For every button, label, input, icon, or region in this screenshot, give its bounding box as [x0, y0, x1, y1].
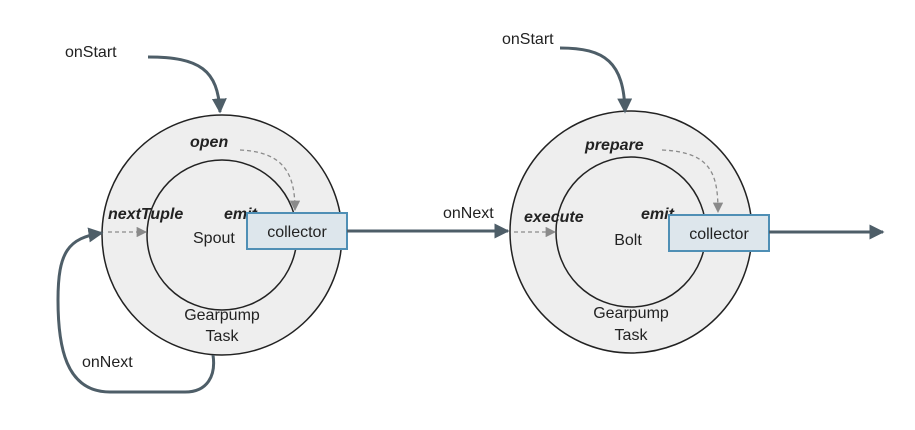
- spout-task: onStart open nextTuple emit Spout collec…: [56, 44, 348, 394]
- bolt-execute-label: execute: [524, 209, 584, 226]
- bolt-prepare-label: prepare: [584, 137, 644, 154]
- spout-core-label: Spout: [193, 230, 235, 247]
- bolt-collector-label: collector: [689, 226, 749, 243]
- bolt-onstart-arrow: [559, 46, 633, 114]
- bolt-collector-box: [668, 214, 770, 252]
- bolt-task: onStart prepare execute emit Bolt collec…: [502, 31, 770, 354]
- link-onnext-label: onNext: [443, 205, 494, 222]
- bolt-task-label-line2: Task: [615, 327, 649, 344]
- spout-onnext-loop-arrow: [56, 227, 216, 394]
- spout-nexttuple-label: nextTuple: [108, 206, 183, 223]
- bolt-task-label-line1: Gearpump: [593, 305, 669, 322]
- spout-open-dashed-arrow: [239, 149, 301, 212]
- spout-onstart-label: onStart: [65, 44, 117, 61]
- bolt-onstart-label: onStart: [502, 31, 554, 48]
- bolt-prepare-dashed-arrow: [661, 149, 724, 214]
- spout-open-label: open: [190, 134, 228, 151]
- spout-task-label-line2: Task: [206, 328, 240, 345]
- spout-onnext-loop-label: onNext: [82, 354, 133, 371]
- bolt-emit-label: emit: [641, 206, 675, 223]
- spout-collector-box: [246, 212, 348, 250]
- bolt-core-label: Bolt: [614, 232, 642, 249]
- spout-onstart-arrow: [147, 55, 227, 114]
- spout-task-label-line1: Gearpump: [184, 307, 260, 324]
- spout-collector-label: collector: [267, 224, 327, 241]
